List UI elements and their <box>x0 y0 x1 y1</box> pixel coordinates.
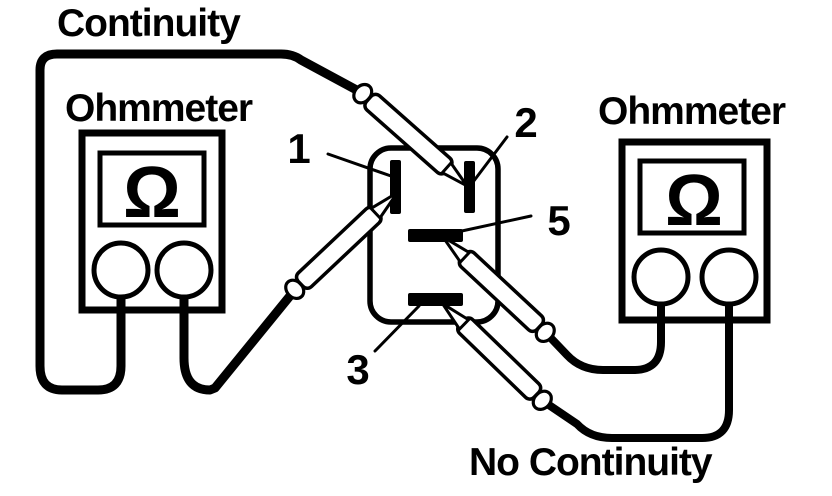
right-ohmmeter-caption: Ohmmeter <box>598 90 786 133</box>
terminal-1-label: 1 <box>287 125 310 172</box>
ohm-symbol: Ω <box>123 153 181 233</box>
probe-tip <box>439 160 469 188</box>
right-ohmmeter-jack-left <box>631 247 691 307</box>
probe2-lead-wire <box>179 288 298 395</box>
right-ohmmeter-body <box>618 138 771 324</box>
left-ohmmeter-jack-right <box>154 240 214 300</box>
right-ohmmeter-display <box>637 158 747 236</box>
continuity-loop-wire <box>35 49 367 395</box>
left-ohmmeter: Ω <box>78 129 226 314</box>
terminal-1-leader-line <box>326 152 393 178</box>
terminal-2-leader-line <box>468 135 509 188</box>
probe4-lead-wire <box>540 304 733 442</box>
left-ohmmeter-display <box>97 150 207 228</box>
terminal-5-leader-line <box>446 214 533 236</box>
no-continuity-caption: No Continuity <box>469 441 713 484</box>
terminal-5-label: 5 <box>547 197 570 244</box>
probe3-lead-wire <box>543 304 665 374</box>
right-ohmmeter-jack-right <box>699 247 759 307</box>
left-ohmmeter-body <box>78 129 226 314</box>
left-ohmmeter-caption: Ohmmeter <box>65 87 253 130</box>
probe-barrel <box>363 92 454 176</box>
test-probe-terminal-2 <box>352 82 469 188</box>
left-ohmmeter-jack-left <box>91 240 151 300</box>
test-probe-terminal-5 <box>441 235 556 344</box>
terminal-2-label: 2 <box>514 99 537 146</box>
terminal-3-leader-line <box>373 304 421 353</box>
ohm-symbol: Ω <box>665 161 723 241</box>
probe-tip <box>368 191 399 221</box>
probe-tip <box>441 302 471 332</box>
terminal-1-blade <box>390 160 401 214</box>
test-probe-terminal-3 <box>441 302 553 411</box>
continuity-caption: Continuity <box>57 2 241 45</box>
terminal-5-blade <box>408 229 463 242</box>
right-ohmmeter: Ω <box>618 138 771 324</box>
test-probe-terminal-1 <box>284 191 399 301</box>
probe-tip <box>441 235 472 265</box>
terminal-3-label: 3 <box>346 346 369 393</box>
terminal-3-blade <box>408 293 463 306</box>
